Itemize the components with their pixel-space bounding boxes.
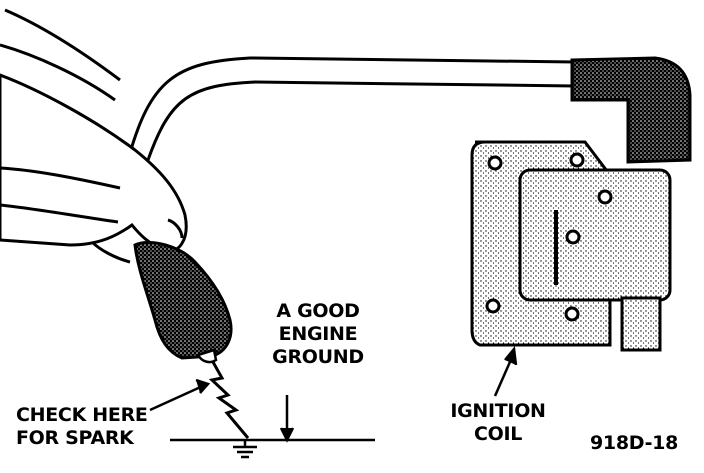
engine-ground-label: A GOOD ENGINE GROUND	[262, 300, 374, 369]
ignition-coil	[470, 140, 672, 352]
plug-boot	[133, 240, 233, 360]
spark-icon	[208, 361, 250, 439]
ignition-coil-line-1: IGNITION	[450, 400, 546, 422]
check-spark-label: CHECK HERE FOR SPARK	[16, 404, 148, 450]
engine-ground-line-3: GROUND	[272, 346, 364, 368]
check-spark-line-2: FOR SPARK	[16, 427, 134, 449]
ignition-coil-label: IGNITION COIL	[440, 400, 556, 446]
hand	[0, 8, 188, 264]
ignition-coil-line-2: COIL	[473, 423, 523, 445]
engine-ground-line-2: ENGINE	[278, 323, 358, 345]
leader-arrows	[149, 345, 518, 443]
figure-id: 918D-18	[590, 432, 679, 454]
ground-icon	[233, 440, 257, 459]
engine-ground-line-1: A GOOD	[276, 300, 360, 322]
coil-boot	[570, 56, 692, 164]
check-spark-line-1: CHECK HERE	[16, 404, 148, 426]
terminal-tip	[196, 348, 218, 364]
spark-plug-wire	[126, 56, 576, 161]
